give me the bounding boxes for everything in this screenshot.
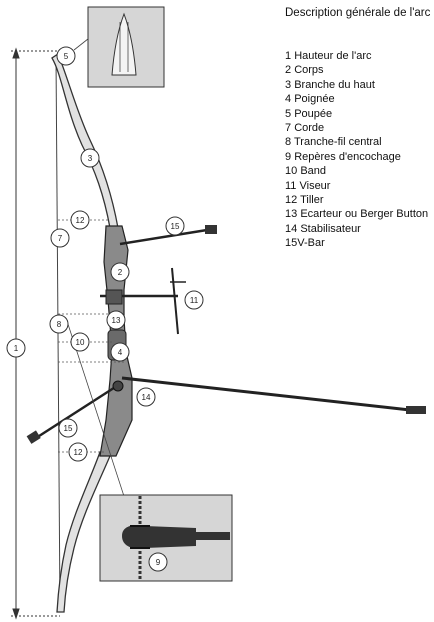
svg-text:14: 14 <box>142 393 151 402</box>
svg-text:13: 13 <box>112 316 121 325</box>
berger-button <box>112 380 124 392</box>
inset-limb-tip <box>87 6 165 88</box>
callout-14: 14 <box>136 387 156 407</box>
svg-text:15: 15 <box>171 222 180 231</box>
svg-text:15: 15 <box>64 424 73 433</box>
legend-item: 8 Tranche-fil central <box>285 136 382 149</box>
svg-text:8: 8 <box>57 320 62 329</box>
callout-10: 10 <box>70 332 90 352</box>
svg-text:10: 10 <box>76 338 85 347</box>
legend-item: 2 Corps <box>285 64 324 77</box>
callout-8: 8 <box>49 314 69 334</box>
callout-12-lower: 12 <box>68 442 88 462</box>
svg-text:1: 1 <box>14 344 19 353</box>
lower-limb <box>56 451 111 613</box>
legend-list: 1 Hauteur de l'arc 2 Corps 3 Branche du … <box>285 49 428 251</box>
callout-3: 3 <box>80 148 100 168</box>
legend-item: 12 Tiller <box>285 194 324 207</box>
svg-text:2: 2 <box>118 268 123 277</box>
callout-7: 7 <box>50 228 70 248</box>
legend-item: 14 Stabilisateur <box>285 222 361 235</box>
callout-12-upper: 12 <box>70 210 90 230</box>
svg-text:9: 9 <box>156 558 161 567</box>
legend-item: 10 Band <box>285 165 327 178</box>
legend-item: 1 Hauteur de l'arc <box>285 50 372 62</box>
svg-text:11: 11 <box>190 296 199 305</box>
legend-item: 11 Viseur <box>285 179 331 192</box>
svg-text:12: 12 <box>74 448 83 457</box>
callout-1: 1 <box>6 338 26 358</box>
callout-11: 11 <box>184 290 204 310</box>
stabilizer <box>121 376 426 414</box>
legend-item: 4 Poignée <box>285 93 335 106</box>
v-bar-lower <box>26 382 121 444</box>
legend-item: 7 Corde <box>285 122 325 135</box>
svg-text:4: 4 <box>118 348 123 357</box>
callout-2: 2 <box>110 262 130 282</box>
legend-item: 5 Poupée <box>285 107 333 120</box>
bow-height-dimension <box>11 47 60 620</box>
callout-4: 4 <box>110 342 130 362</box>
inset-nocking-point <box>99 494 233 582</box>
svg-text:12: 12 <box>76 216 85 225</box>
legend-item: 13 Ecarteur ou Berger Button <box>285 208 429 221</box>
callout-5: 5 <box>56 46 76 66</box>
callout-15-upper: 15 <box>165 216 185 236</box>
sight <box>100 267 186 335</box>
svg-text:3: 3 <box>88 154 93 163</box>
callout-13: 13 <box>106 310 126 330</box>
v-bar-upper <box>119 225 217 246</box>
svg-text:7: 7 <box>58 234 63 243</box>
svg-text:5: 5 <box>64 52 69 61</box>
callout-9: 9 <box>148 552 168 572</box>
legend-item: 15V-Bar <box>285 237 325 250</box>
legend-item: 3 Branche du haut <box>285 78 375 91</box>
legend-item: 9 Repères d'encochage <box>285 150 401 163</box>
diagram-title: Description générale de l'arc <box>285 7 431 19</box>
callout-15-lower: 15 <box>58 418 78 438</box>
